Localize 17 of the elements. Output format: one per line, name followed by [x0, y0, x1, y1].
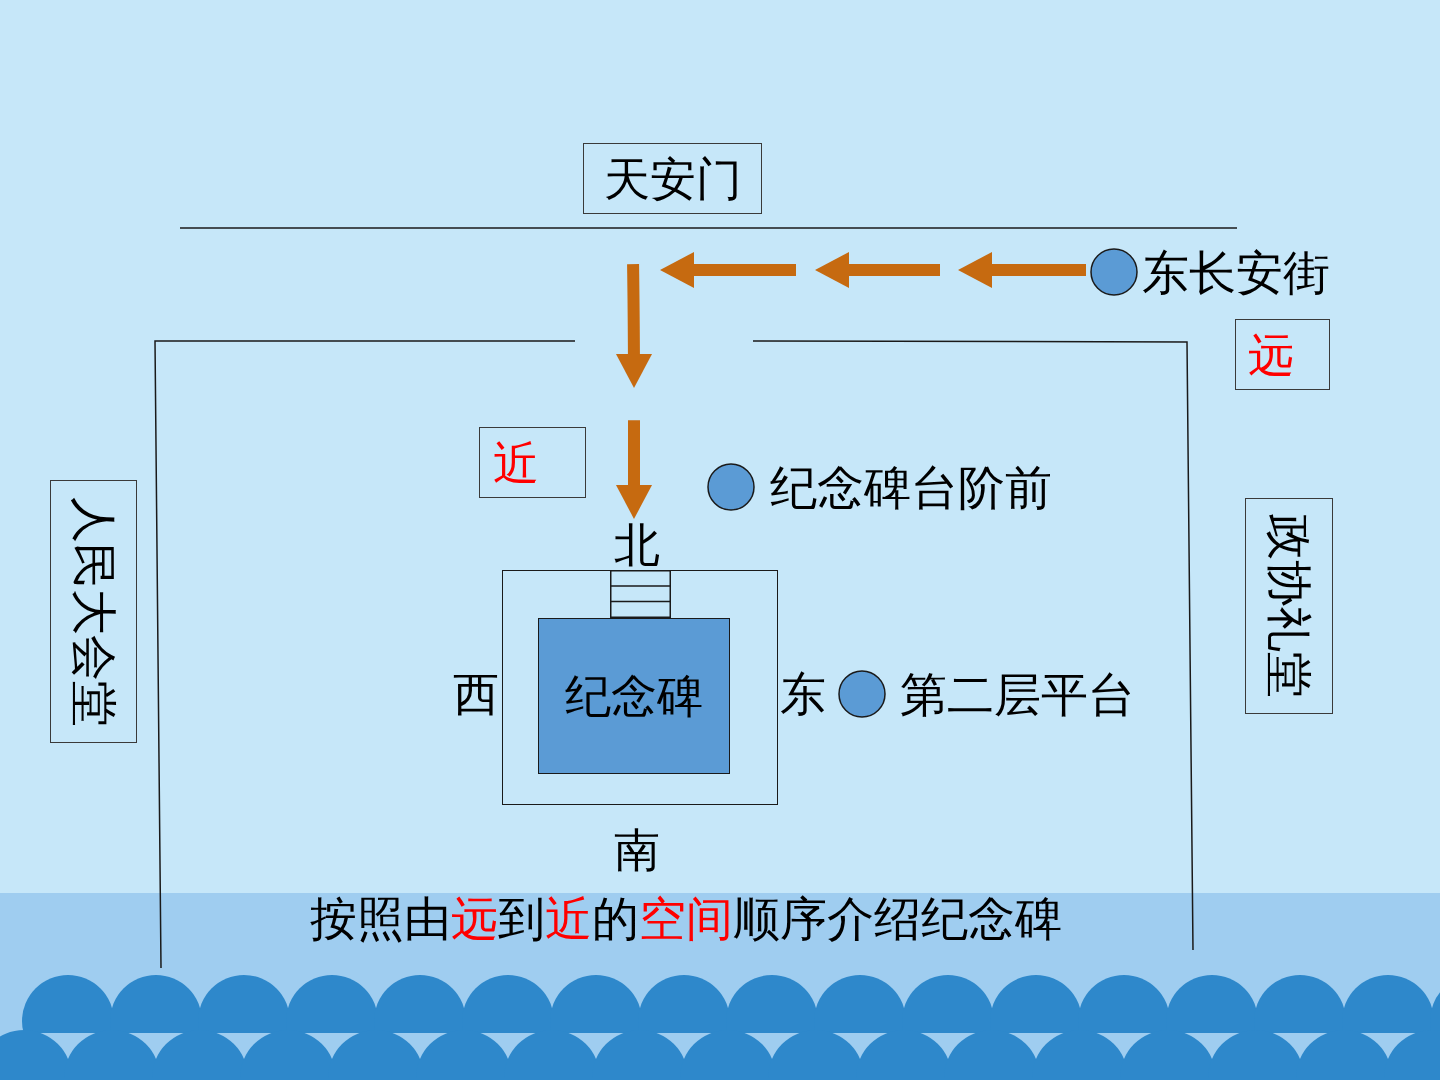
compass-direction-label: 南 — [614, 827, 660, 873]
caption-text: 按照由远到近的空间顺序介绍纪念碑 — [310, 895, 1062, 942]
viewpoint-label: 第二层平台 — [900, 670, 1135, 718]
building-name: 政协礼堂 — [1266, 514, 1312, 698]
compass-direction-label: 西 — [453, 671, 499, 717]
viewpoint-label: 纪念碑台阶前 — [770, 463, 1052, 511]
compass-direction-label: 北 — [614, 522, 660, 568]
compass-direction-label: 东 — [780, 671, 826, 717]
platform-outline — [502, 570, 778, 805]
distance-label-frame: 远 — [1235, 319, 1330, 390]
building-label-frame — [1245, 498, 1333, 714]
building-name: 人民大会堂 — [70, 496, 117, 727]
distance-label-frame: 近 — [479, 427, 586, 498]
landmark-label-frame: 天安门 — [583, 143, 762, 214]
street-name: 东长安街 — [1142, 248, 1330, 296]
building-label-frame — [50, 480, 137, 743]
monument-block: 纪念碑 — [538, 618, 730, 774]
